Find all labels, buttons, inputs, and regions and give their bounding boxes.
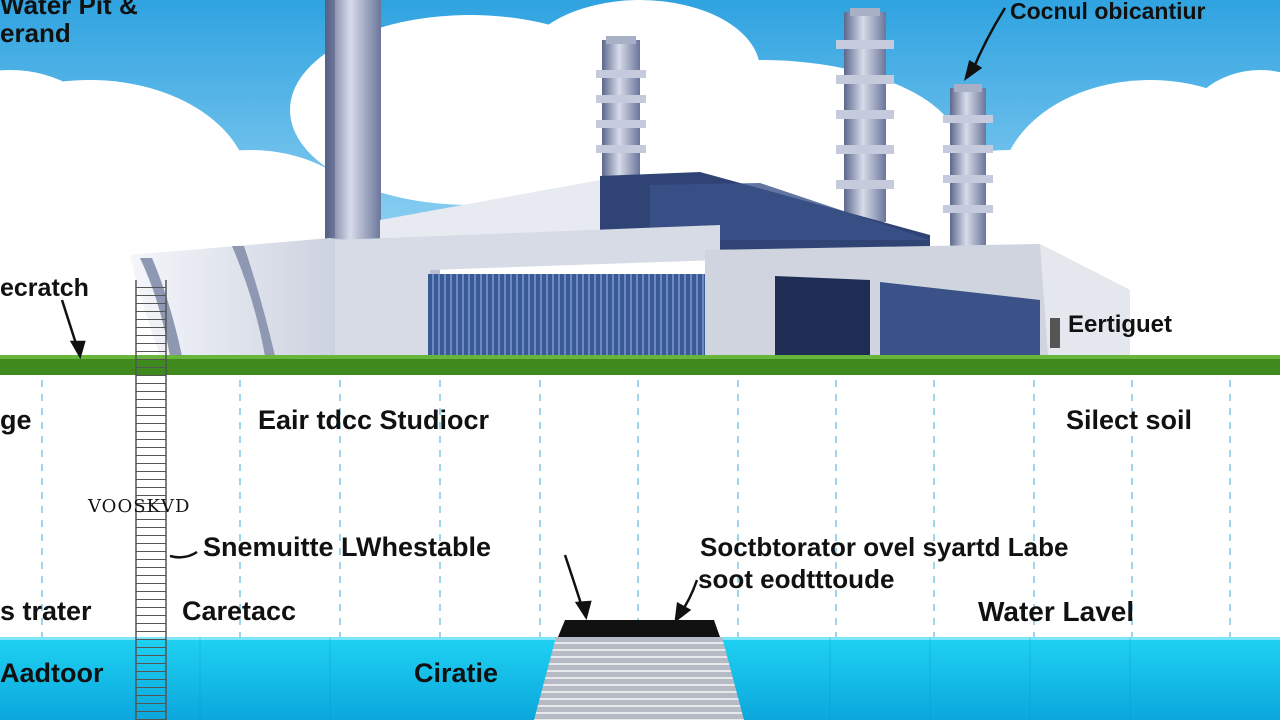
stack-3 <box>943 84 993 246</box>
main-chimney <box>325 0 381 245</box>
stack-1 <box>596 36 646 180</box>
label-top-right: Cocnul obicantiur <box>1010 0 1206 24</box>
ground-strip <box>0 355 1280 375</box>
label-water-level: Water Lavel <box>978 596 1135 627</box>
label-watertable: Snemuitte LWhestable <box>203 532 492 562</box>
label-bottom-left: Aadtoor <box>0 658 104 688</box>
label-right-block-1: Soctbtorator ovel syartd Labe <box>700 532 1069 562</box>
label-small-squiggle: VOOSKVD <box>88 496 191 517</box>
arrow-icon <box>60 7 1007 623</box>
label-right-block-2: soot eodtttoude <box>698 564 895 594</box>
label-right-mid: Silect soil <box>1066 405 1193 435</box>
grid-lines <box>41 380 1231 637</box>
label-right-upper: Eertiguet <box>1068 311 1173 338</box>
label-center-mid: Eair tdcc Studiocr <box>258 405 490 435</box>
well-pipe <box>135 280 167 720</box>
label-top-left-1: Water Pit & <box>0 0 138 20</box>
label-center-left-lower: Caretacc <box>182 596 297 626</box>
cistern-structure <box>534 620 744 720</box>
label-top-left-2: erand <box>0 18 71 48</box>
label-bottom-center: Ciratie <box>414 658 499 688</box>
label-left-lower: s trater <box>0 596 92 626</box>
label-left-edge-mid: ge <box>0 405 32 435</box>
label-left-upper: ecratch <box>0 274 89 302</box>
stack-2 <box>836 8 894 222</box>
